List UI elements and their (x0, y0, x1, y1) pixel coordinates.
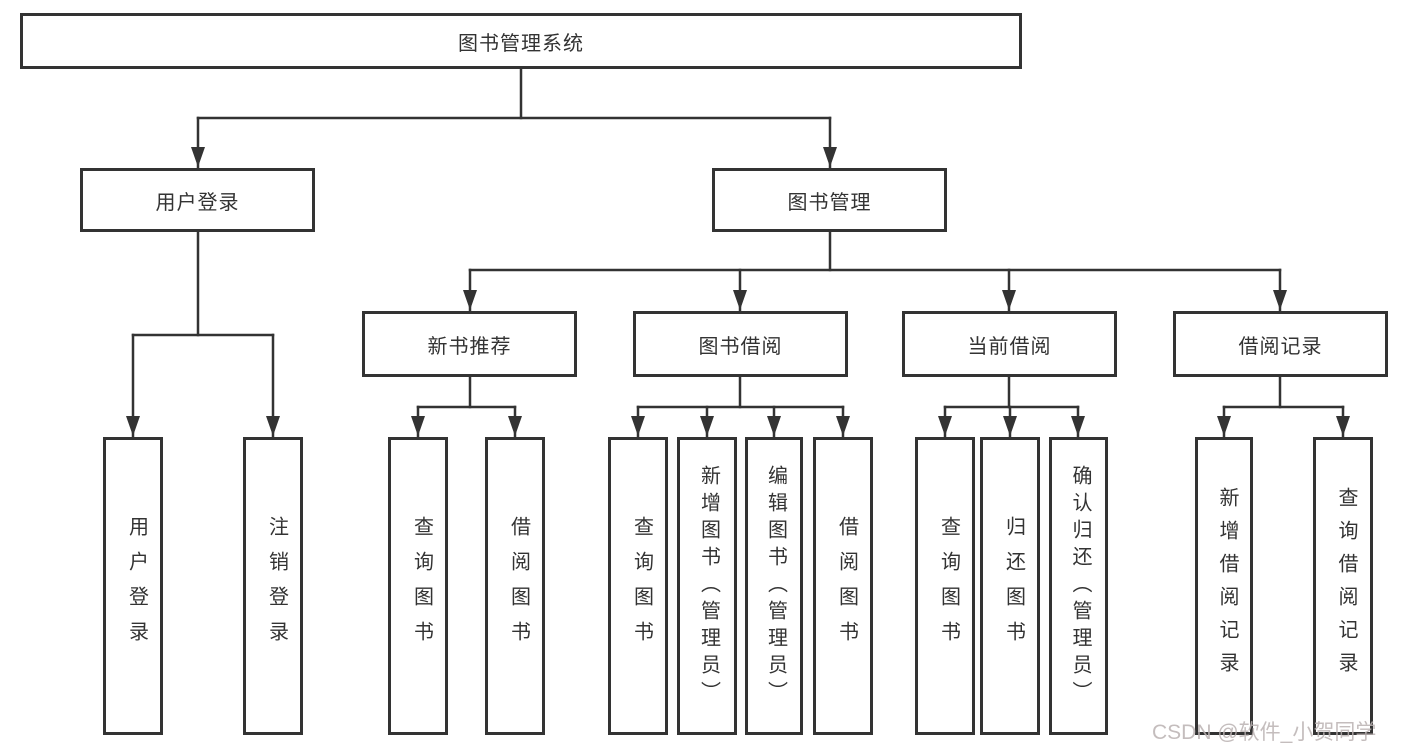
leaf-bb-borrow-books-label: 借阅图书 (835, 516, 858, 656)
leaf-nb-query-books-label: 查询图书 (410, 516, 433, 656)
leaf-nb-borrow-books: 借阅图书 (485, 437, 545, 735)
leaf-bb-edit-books: 编辑图书（管理员） (745, 437, 803, 735)
node-book-management-label: 图书管理 (787, 191, 872, 214)
node-root-label: 图书管理系统 (458, 32, 584, 55)
node-current-borrowing: 当前借阅 (902, 311, 1117, 377)
node-book-borrowing-label: 图书借阅 (698, 335, 783, 358)
leaf-cb-query-books: 查询图书 (915, 437, 975, 735)
leaf-bb-add-books: 新增图书（管理员） (677, 437, 737, 735)
node-borrowing-records: 借阅记录 (1173, 311, 1388, 377)
leaf-nb-borrow-books-label: 借阅图书 (507, 516, 530, 656)
leaf-cb-confirm-return: 确认归还（管理员） (1049, 437, 1108, 735)
leaf-logout-label: 注销登录 (265, 516, 288, 656)
leaf-nb-query-books: 查询图书 (388, 437, 448, 735)
leaf-logout: 注销登录 (243, 437, 303, 735)
leaf-bb-edit-books-label: 编辑图书（管理员） (764, 464, 787, 708)
leaf-user-login-label: 用户登录 (125, 516, 148, 656)
leaf-cb-return-books: 归还图书 (980, 437, 1040, 735)
node-user-login: 用户登录 (80, 168, 315, 232)
leaf-cb-query-books-label: 查询图书 (937, 516, 960, 656)
node-borrowing-records-label: 借阅记录 (1238, 335, 1323, 358)
leaf-bb-borrow-books: 借阅图书 (813, 437, 873, 735)
node-book-management: 图书管理 (712, 168, 947, 232)
leaf-bb-query-books: 查询图书 (608, 437, 668, 735)
node-new-book-recommend-label: 新书推荐 (427, 335, 512, 358)
csdn-watermark: CSDN @软件_小贺同学 (1152, 721, 1377, 744)
node-user-login-label: 用户登录 (155, 191, 240, 214)
node-new-book-recommend: 新书推荐 (362, 311, 577, 377)
leaf-br-query-record-label: 查询借阅记录 (1335, 487, 1357, 685)
leaf-br-query-record: 查询借阅记录 (1313, 437, 1373, 735)
leaf-bb-add-books-label: 新增图书（管理员） (697, 464, 720, 708)
leaf-br-add-record-label: 新增借阅记录 (1216, 487, 1238, 685)
leaf-bb-query-books-label: 查询图书 (630, 516, 653, 656)
leaf-cb-return-books-label: 归还图书 (1002, 516, 1025, 656)
leaf-br-add-record: 新增借阅记录 (1195, 437, 1253, 735)
leaf-user-login: 用户登录 (103, 437, 163, 735)
node-current-borrowing-label: 当前借阅 (967, 335, 1052, 358)
node-book-borrowing: 图书借阅 (633, 311, 848, 377)
leaf-cb-confirm-return-label: 确认归还（管理员） (1069, 464, 1091, 708)
node-root-library-system: 图书管理系统 (20, 13, 1022, 69)
